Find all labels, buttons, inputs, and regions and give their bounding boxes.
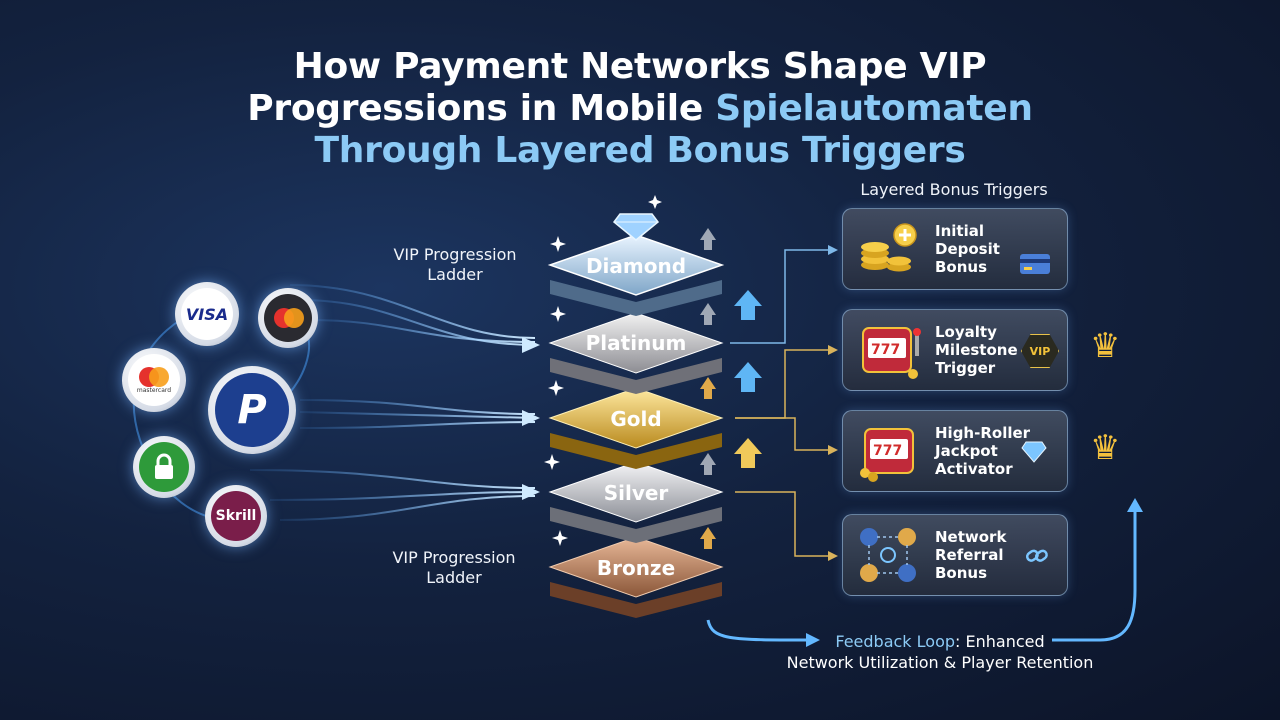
svg-text:777: 777 bbox=[873, 443, 902, 459]
tier-bronze: Bronze bbox=[596, 556, 676, 580]
slot-machine-icon: 777 bbox=[860, 428, 914, 482]
trigger-card-network-referral: Network Referral Bonus bbox=[842, 514, 1068, 596]
vip-badge-text: VIP bbox=[1029, 344, 1051, 358]
ladder-label-top: VIP Progression Ladder bbox=[393, 245, 517, 284]
tier-plate-silver bbox=[548, 461, 724, 543]
svg-text:777: 777 bbox=[871, 342, 900, 358]
feedback-highlight: Feedback Loop bbox=[835, 632, 956, 651]
skrill-text: Skrill bbox=[215, 508, 257, 524]
trigger-label: High-Roller Jackpot Activator bbox=[935, 424, 1031, 478]
gem-icon bbox=[1021, 441, 1047, 463]
trigger-card-initial-deposit: Initial Deposit Bonus bbox=[842, 208, 1068, 290]
beam-to-silver bbox=[249, 469, 536, 521]
trigger-label: Loyalty Milestone Trigger bbox=[935, 323, 1018, 377]
crown-icon: ♛ bbox=[1090, 326, 1121, 366]
tier-plate-platinum bbox=[548, 312, 724, 394]
tier-gold: Gold bbox=[610, 407, 662, 431]
feedback-rest: : Enhanced bbox=[955, 632, 1045, 651]
mastercard-caption: mastercard bbox=[136, 386, 172, 394]
feedback-loop-text: Feedback Loop: Enhanced Network Utilizat… bbox=[740, 631, 1140, 673]
skrill-logo: Skrill bbox=[205, 485, 267, 547]
page-title-line-3: Through Layered Bonus Triggers bbox=[314, 130, 966, 171]
visa-logo: VISA bbox=[175, 282, 239, 346]
title-plain: Progressions in Mobile bbox=[247, 88, 716, 129]
triggers-heading: Layered Bonus Triggers bbox=[860, 180, 1048, 199]
beam-to-gold bbox=[299, 399, 536, 429]
beam-to-platinum bbox=[289, 284, 536, 346]
tier-silver: Silver bbox=[603, 481, 669, 505]
tier-plate-bronze bbox=[548, 536, 724, 618]
title-highlight: Spielautomaten bbox=[715, 88, 1033, 129]
feedback-line-2: Network Utilization & Player Retention bbox=[786, 653, 1094, 672]
vip-badge-icon: VIP bbox=[1021, 334, 1059, 368]
page-title-line-2: Progressions in Mobile Spielautomaten bbox=[0, 88, 1280, 130]
slot-machine-icon: 777 bbox=[862, 327, 921, 379]
lock-icon bbox=[133, 436, 195, 498]
card-icon bbox=[1020, 254, 1050, 274]
crown-icon: ♛ bbox=[1090, 428, 1121, 468]
mastercard-logo-top bbox=[258, 288, 318, 348]
tier-plate-gold bbox=[548, 387, 724, 469]
link-icon bbox=[1025, 549, 1048, 562]
tier-diamond: Diamond bbox=[585, 254, 687, 278]
tier-plate-diamond bbox=[547, 234, 725, 316]
trigger-label: Network Referral Bonus bbox=[935, 528, 1007, 582]
trigger-card-loyalty-milestone: 777 Loyalty Milestone Trigger VIP bbox=[842, 309, 1068, 391]
arrow-up-icon bbox=[734, 290, 762, 392]
tier-platinum: Platinum bbox=[585, 331, 687, 355]
mastercard-logo-left: mastercard bbox=[122, 348, 186, 412]
coins-icon bbox=[861, 223, 917, 272]
diamond-icon bbox=[612, 213, 660, 241]
trigger-label: Initial Deposit Bonus bbox=[935, 222, 1000, 276]
page-title-line-1: How Payment Networks Shape VIP bbox=[293, 46, 987, 87]
visa-text: VISA bbox=[185, 304, 229, 324]
network-icon bbox=[860, 528, 916, 582]
paypal-icon: P bbox=[208, 366, 296, 454]
trigger-card-high-roller: 777 High-Roller Jackpot Activator bbox=[842, 410, 1068, 492]
ladder-label-bottom: VIP Progression Ladder bbox=[392, 548, 516, 587]
